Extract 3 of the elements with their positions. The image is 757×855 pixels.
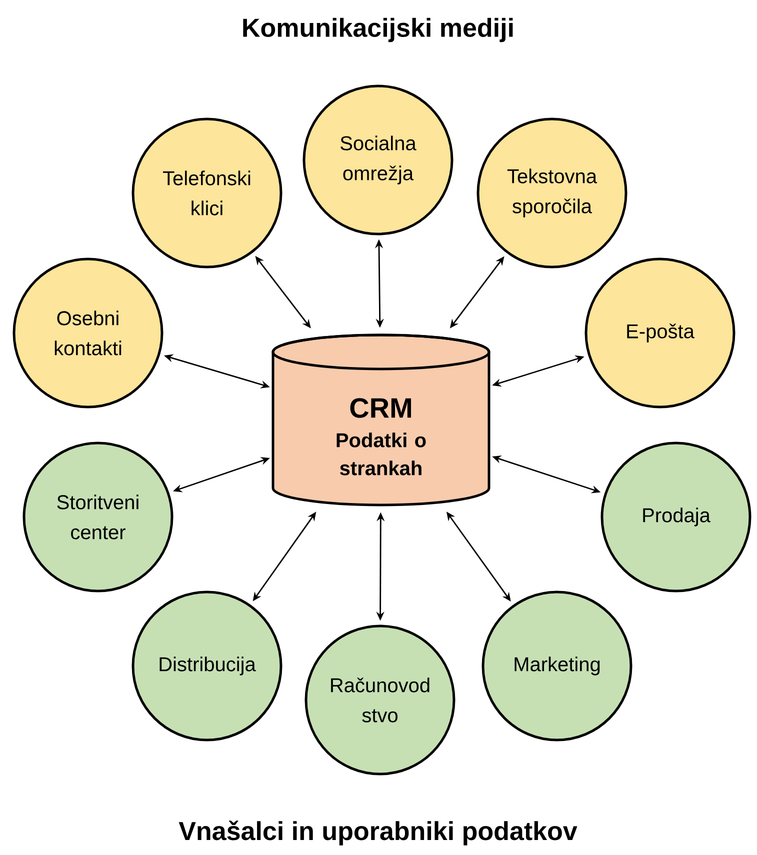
title: Komunikacijski mediji xyxy=(243,18,513,42)
caption: Vnašalci in uporabniki podatkov xyxy=(178,820,578,846)
database-cylinder: CRM Podatki o strankah xyxy=(272,334,490,506)
